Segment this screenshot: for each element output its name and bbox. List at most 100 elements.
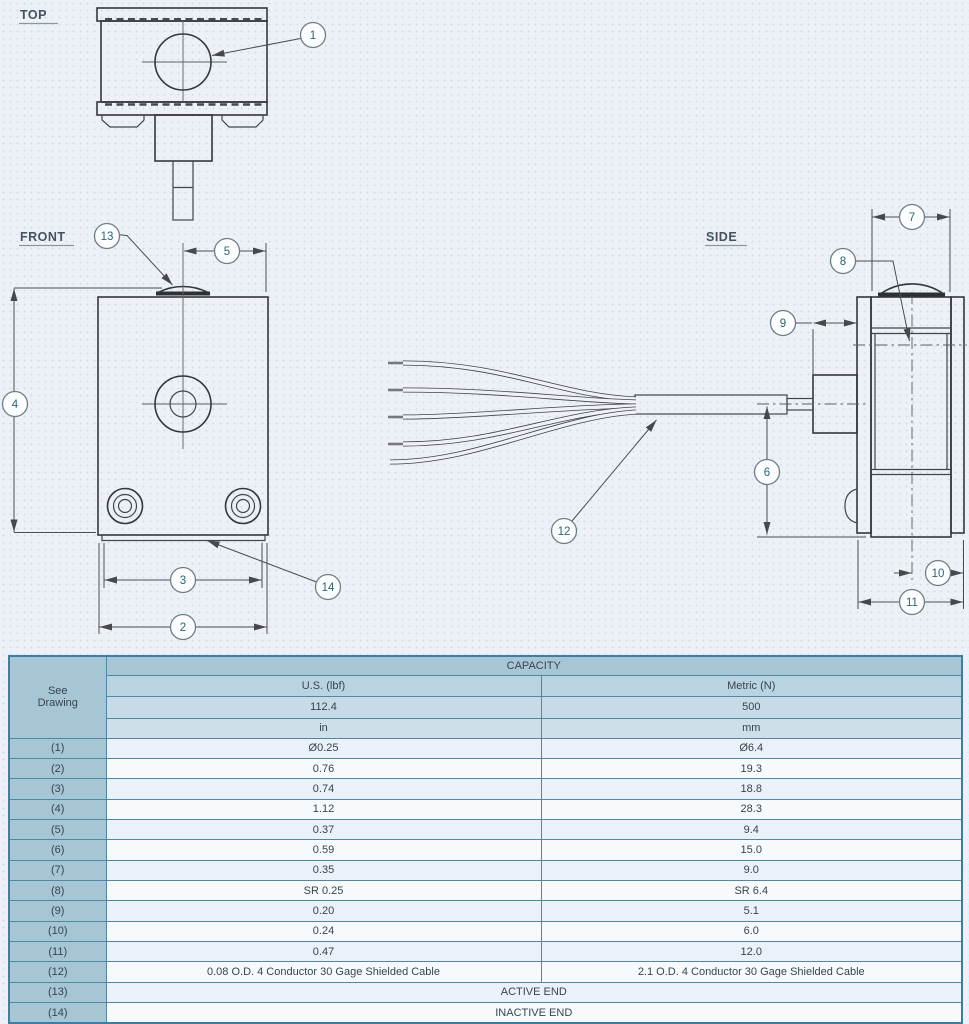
row-label: (6) — [8, 839, 107, 861]
dimension-10: 10 — [894, 540, 964, 609]
svg-text:7: 7 — [909, 212, 915, 224]
row-label: (11) — [8, 941, 107, 963]
row-label: (12) — [8, 961, 107, 983]
bottom-lip — [101, 534, 266, 542]
side-right-plate — [950, 296, 965, 534]
us-column-header: U.S. (lbf) — [105, 674, 542, 698]
row-metric: 18.8 — [540, 778, 963, 800]
metric-column-header: Metric (N) — [540, 674, 963, 698]
row-us: 0.59 — [105, 839, 542, 861]
row-us: 0.20 — [105, 900, 542, 922]
center-hole-outer — [154, 375, 212, 433]
dome-side — [880, 283, 944, 295]
row-metric: 5.1 — [540, 900, 963, 922]
svg-text:9: 9 — [780, 318, 786, 330]
right-screw — [224, 487, 262, 525]
row-metric: 15.0 — [540, 839, 963, 861]
center-hole-inner — [169, 390, 197, 418]
cable-jacket — [634, 394, 788, 415]
row-label: (2) — [8, 758, 107, 780]
row-label: (5) — [8, 819, 107, 841]
row-us: 0.76 — [105, 758, 542, 780]
row-us: 0.37 — [105, 819, 542, 841]
row-us: 0.47 — [105, 941, 542, 963]
balloon-8: 8 — [829, 247, 911, 342]
dimension-3: 3 — [103, 543, 263, 594]
balloon-1: 1 — [299, 21, 327, 49]
table-row: (14)INACTIVE END — [8, 1002, 963, 1024]
row-us: SR 0.25 — [105, 880, 542, 902]
top-view-label: TOP — [20, 8, 47, 22]
row-us: 1.12 — [105, 798, 542, 821]
row-span-value: INACTIVE END — [105, 1002, 963, 1024]
unit-metric: mm — [540, 717, 963, 739]
right-foot — [221, 114, 264, 128]
balloon-14: 14 — [206, 540, 342, 601]
dimension-table: See Drawing CAPACITY U.S. (lbf) Metric (… — [8, 655, 964, 1024]
row-metric: Ø6.4 — [540, 737, 963, 760]
see-drawing-cell: See Drawing — [8, 655, 107, 739]
load-hole — [154, 33, 212, 91]
left-foot — [101, 114, 145, 128]
row-span-value: ACTIVE END — [105, 981, 963, 1004]
svg-text:13: 13 — [101, 231, 114, 243]
row-label: (4) — [8, 798, 107, 821]
see-drawing-line2: Drawing — [37, 697, 78, 710]
left-screw — [106, 487, 144, 525]
svg-text:5: 5 — [224, 246, 230, 258]
dimension-11: 11 — [857, 540, 963, 616]
row-label: (7) — [8, 859, 107, 882]
dimension-2: 2 — [98, 543, 268, 641]
dimension-5: 5 — [184, 237, 267, 292]
svg-text:8: 8 — [840, 256, 846, 268]
row-us: 0.08 O.D. 4 Conductor 30 Gage Shielded C… — [105, 961, 542, 983]
cable-stem — [172, 160, 194, 221]
row-us: Ø0.25 — [105, 737, 542, 760]
row-label: (13) — [8, 981, 107, 1004]
dimension-4: 4 — [1, 287, 162, 533]
capacity-us-value: 112.4 — [105, 696, 542, 719]
svg-text:1: 1 — [310, 30, 316, 42]
top-view: TOP 1 — [19, 7, 327, 221]
capacity-metric-value: 500 — [540, 696, 963, 719]
row-us: 0.24 — [105, 920, 542, 943]
side-left-plate — [856, 296, 872, 534]
row-metric: 2.1 O.D. 4 Conductor 30 Gage Shielded Ca… — [540, 961, 963, 983]
front-view: FRONT 4 — [1, 222, 342, 641]
svg-text:2: 2 — [180, 622, 186, 634]
capacity-header: CAPACITY — [105, 655, 963, 676]
connector-block-top — [154, 114, 213, 162]
cable-wires — [388, 360, 637, 465]
row-metric: 9.0 — [540, 859, 963, 882]
row-us: 0.35 — [105, 859, 542, 882]
svg-text:11: 11 — [906, 597, 918, 609]
row-label: (3) — [8, 778, 107, 800]
row-metric: 9.4 — [540, 819, 963, 841]
row-metric: 19.3 — [540, 758, 963, 780]
front-view-label: FRONT — [20, 230, 66, 244]
dimension-6: 6 — [753, 406, 866, 538]
svg-text:6: 6 — [764, 467, 770, 479]
row-label: (1) — [8, 737, 107, 760]
see-drawing-line1: See — [47, 685, 68, 698]
unit-us: in — [105, 717, 542, 739]
engineering-drawing: TOP 1 FRONT — [1, 7, 967, 641]
svg-text:4: 4 — [12, 399, 19, 411]
dimension-9: 9 — [769, 309, 857, 374]
side-view-label: SIDE — [706, 230, 737, 244]
row-label: (10) — [8, 920, 107, 943]
row-metric: 28.3 — [540, 798, 963, 821]
row-label: (14) — [8, 1002, 107, 1024]
side-view: SIDE — [388, 203, 967, 616]
row-metric: 6.0 — [540, 920, 963, 943]
